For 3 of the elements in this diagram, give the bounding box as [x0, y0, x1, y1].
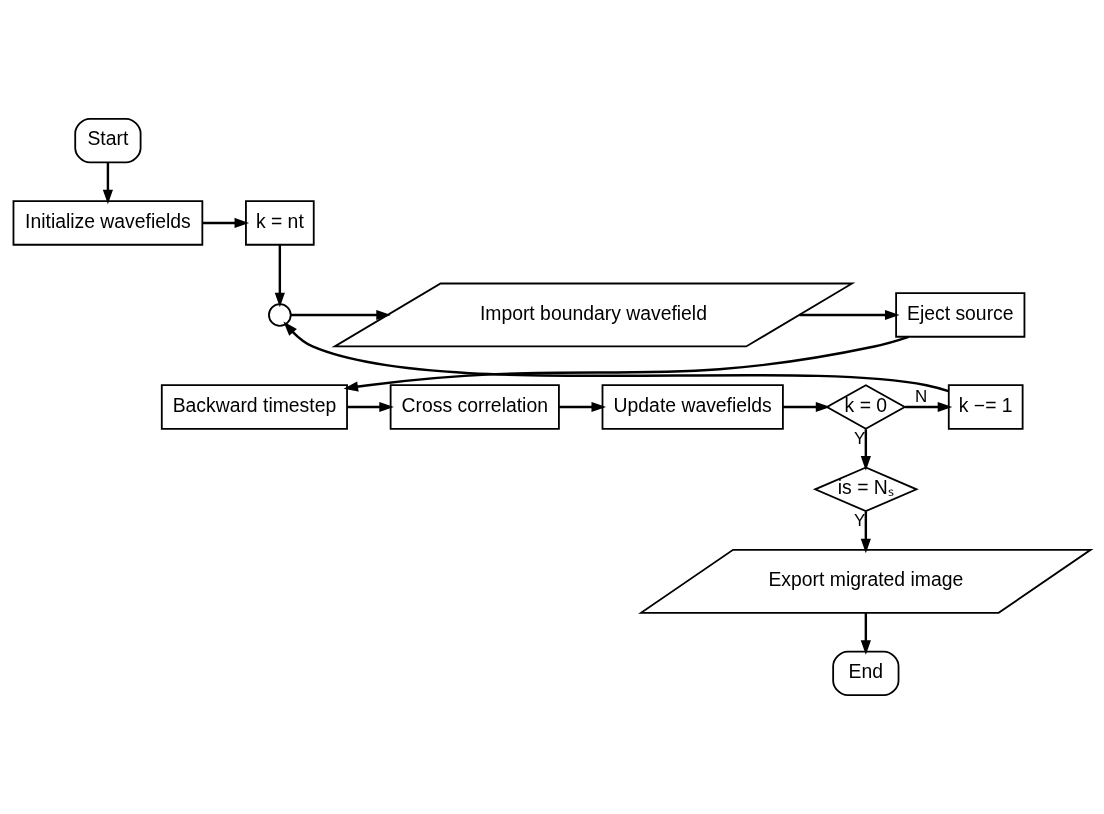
edge-label: N: [915, 387, 928, 407]
edge-label: Y: [854, 511, 866, 531]
edge-label: Y: [854, 428, 866, 448]
